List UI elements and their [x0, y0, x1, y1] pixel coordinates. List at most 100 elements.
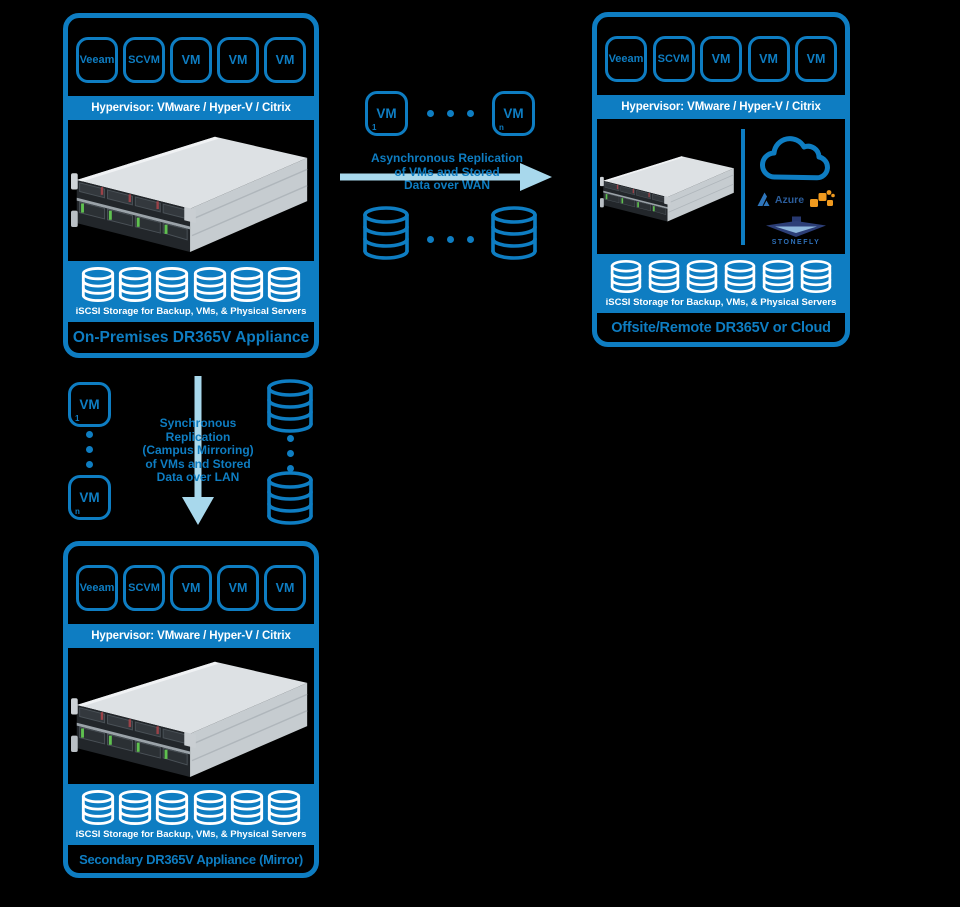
appliance-title: Offsite/Remote DR365V or Cloud	[611, 320, 831, 336]
database-icon	[156, 266, 189, 303]
database-icon	[81, 266, 115, 303]
cloud-icon	[750, 127, 842, 183]
vm-chip-label: Veeam	[79, 582, 115, 594]
label-line: of VMs and Stored	[394, 164, 500, 179]
database-icon	[265, 471, 315, 525]
stonefly-label: STONEFLY	[771, 239, 821, 246]
vm-chip-first: VM 1	[68, 382, 111, 427]
database-icon	[119, 266, 152, 303]
storage-cylinders	[72, 266, 310, 303]
vm-chip: VM	[217, 37, 259, 83]
vm-chip-subscript: 1	[75, 414, 80, 423]
cloud-column: Azure STONEFLY	[750, 127, 842, 246]
vm-chip-veeam: Veeam	[76, 37, 118, 83]
vm-chip-label: Veeam	[79, 54, 115, 66]
database-icon	[724, 259, 756, 294]
storage-band: iSCSI Storage for Backup, VMs, & Physica…	[597, 254, 845, 313]
database-icon	[265, 379, 315, 433]
vm-chip: VM	[217, 565, 259, 611]
storage-cylinders	[72, 789, 310, 826]
vm-chip-subscript: 1	[372, 123, 377, 132]
aws-icon	[810, 190, 835, 207]
database-icon	[119, 789, 152, 826]
hypervisor-bar: Hypervisor: VMware / Hyper-V / Citrix	[68, 96, 314, 120]
database-icon	[193, 789, 226, 826]
vm-chip: VM	[747, 36, 790, 82]
offsite-vm-row: Veeam SCVM VM VM VM	[597, 17, 845, 82]
vm-chip-veeam: Veeam	[76, 565, 118, 611]
label-line: of VMs and Stored	[145, 456, 251, 471]
ellipsis-dots	[427, 236, 474, 243]
stonefly-logo: STONEFLY	[763, 216, 829, 246]
server-image-area	[68, 648, 314, 784]
database-icon	[230, 789, 263, 826]
azure-label: Azure	[774, 193, 805, 206]
storage-label: iSCSI Storage for Backup, VMs, & Physica…	[75, 829, 307, 840]
stonefly-emblem-icon	[766, 216, 826, 237]
server-image	[71, 135, 308, 253]
arrow-right-icon	[340, 163, 552, 191]
database-icon	[800, 259, 832, 294]
vm-chip-label: Veeam	[608, 53, 644, 65]
storage-cylinders	[601, 259, 841, 294]
vm-chip-label: SCVM	[128, 582, 160, 594]
onprem-vm-row: Veeam SCVM VM VM VM	[68, 18, 314, 83]
sync-replication-label: Synchronous Replication (Campus Mirrorin…	[133, 416, 263, 485]
server-image-area	[68, 120, 314, 261]
hypervisor-bar: Hypervisor: VMware / Hyper-V / Citrix	[68, 624, 314, 648]
database-icon	[81, 789, 115, 826]
ellipsis-dots	[427, 110, 474, 117]
database-icon	[610, 259, 642, 294]
server-image-area: Azure STONEFLY	[597, 119, 845, 254]
vm-chip-label: VM	[376, 106, 397, 121]
storage-label: iSCSI Storage for Backup, VMs, & Physica…	[605, 297, 837, 308]
database-icon	[156, 789, 189, 826]
async-replication-label: Asynchronous Replication of VMs and Stor…	[342, 151, 552, 193]
storage-band: iSCSI Storage for Backup, VMs, & Physica…	[68, 261, 314, 322]
vertical-divider	[741, 128, 745, 245]
database-icon	[762, 259, 794, 294]
vm-chip-veeam: Veeam	[605, 36, 647, 82]
vm-chip: VM	[170, 565, 212, 611]
vm-chip-label: VM	[711, 52, 731, 66]
vm-chip-first: VM 1	[365, 91, 408, 136]
label-line: Asynchronous Replication	[370, 151, 524, 165]
appliance-title: On-Premises DR365V Appliance	[72, 329, 310, 346]
label-line: (Campus Mirroring)	[142, 443, 254, 457]
sync-replication-flow: VM 1 VM n Synchronous Replication (Campu…	[63, 373, 319, 541]
vm-chip-label: VM	[275, 53, 295, 67]
ellipsis-dots	[86, 431, 93, 468]
database-icon	[648, 259, 680, 294]
database-icon	[489, 206, 539, 260]
azure-icon	[757, 192, 770, 206]
secondary-vm-row: Veeam SCVM VM VM VM	[68, 546, 314, 611]
cloud-providers-row: Azure	[757, 189, 835, 210]
label-line: Data over LAN	[156, 470, 240, 484]
appliance-title: Secondary DR365V Appliance (Mirror)	[79, 852, 303, 867]
database-icon	[230, 266, 263, 303]
storage-band: iSCSI Storage for Backup, VMs, & Physica…	[68, 784, 314, 845]
vm-chip-label: SCVM	[128, 54, 160, 66]
vm-chip-scvm: SCVM	[123, 565, 165, 611]
database-icon	[361, 206, 411, 260]
vm-chip-subscript: n	[499, 123, 504, 132]
vm-chip-label: VM	[181, 53, 201, 67]
database-icon	[267, 789, 301, 826]
vm-chip-subscript: n	[75, 507, 80, 516]
vm-chip-label: VM	[228, 581, 248, 595]
vm-chip-last: VM n	[68, 475, 111, 520]
vm-chip: VM	[264, 37, 306, 83]
async-replication-flow: VM 1 VM n Asynchronous Replication of VM…	[340, 88, 557, 270]
label-line: Synchronous Replication	[159, 416, 237, 444]
vm-chip-label: VM	[275, 581, 295, 595]
database-icon	[193, 266, 226, 303]
vm-chip: VM	[264, 565, 306, 611]
vm-chip-label: VM	[228, 53, 248, 67]
vm-chip: VM	[700, 36, 742, 82]
vm-chip-label: VM	[79, 397, 100, 412]
vm-chip-label: VM	[759, 52, 778, 66]
server-image	[600, 155, 735, 222]
ellipsis-dots	[287, 435, 294, 472]
vm-chip-scvm: SCVM	[652, 36, 695, 82]
vm-chip-label: SCVM	[657, 53, 690, 65]
